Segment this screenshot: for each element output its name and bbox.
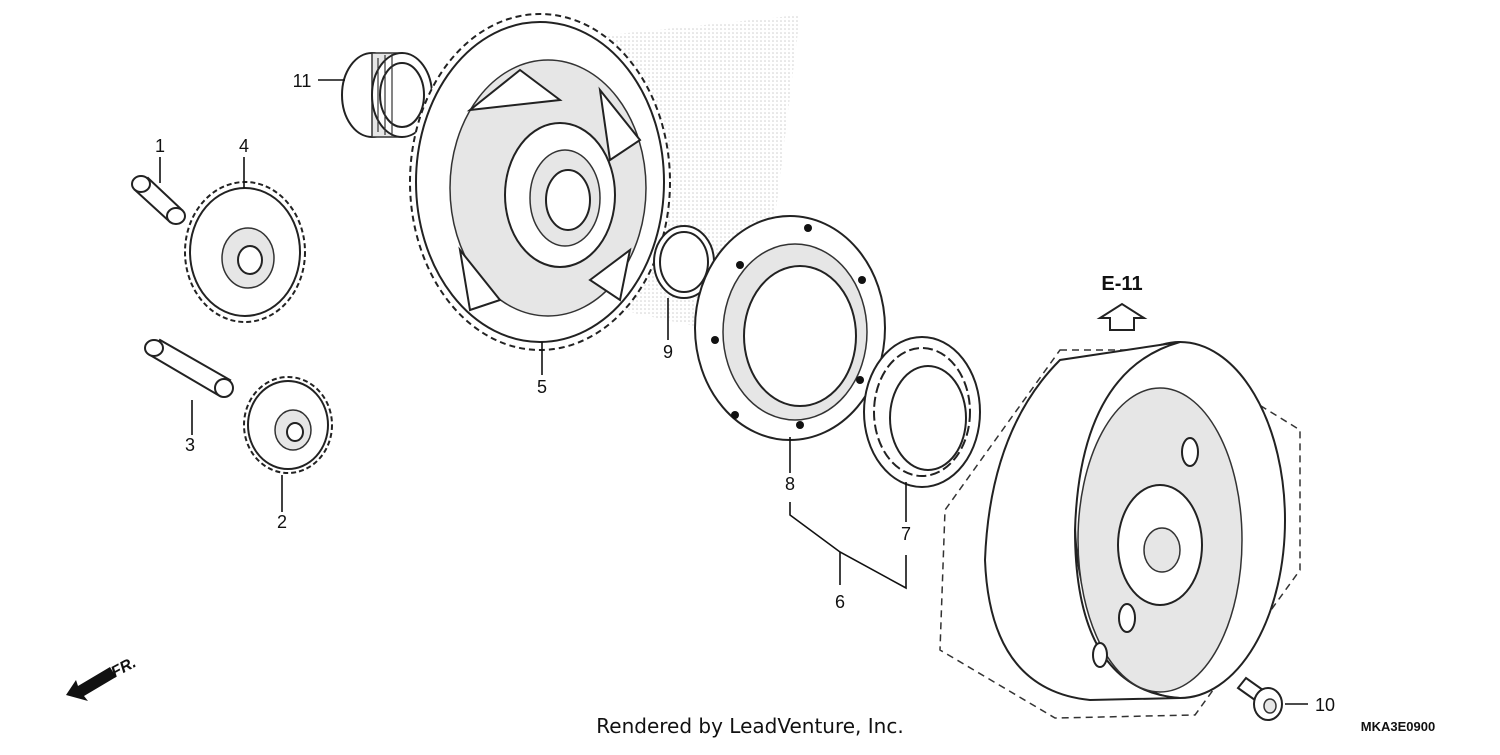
callout-9: 9 bbox=[663, 342, 673, 362]
leader-lines bbox=[159, 79, 1308, 705]
reference-label: E-11 bbox=[1101, 273, 1142, 295]
callout-11: 11 bbox=[293, 71, 312, 91]
callout-1: 1 bbox=[155, 136, 165, 156]
collar-3[interactable] bbox=[144, 338, 234, 398]
callout-3: 3 bbox=[185, 435, 195, 455]
callout-4: 4 bbox=[239, 136, 249, 156]
up-arrow-icon bbox=[1096, 302, 1148, 331]
needle-bearing-11[interactable] bbox=[341, 52, 433, 138]
washer-9[interactable] bbox=[653, 225, 715, 299]
gear-4[interactable] bbox=[184, 181, 306, 323]
callout-5: 5 bbox=[537, 377, 547, 397]
callout-7: 7 bbox=[901, 524, 911, 544]
bolt-10[interactable] bbox=[1236, 676, 1283, 721]
callout-8: 8 bbox=[785, 474, 795, 494]
callout-6: 6 bbox=[835, 592, 845, 612]
starter-driven-gear-5[interactable] bbox=[409, 13, 671, 351]
one-way-clutch-7[interactable] bbox=[863, 336, 981, 488]
collar-1[interactable] bbox=[131, 175, 186, 225]
callout-2: 2 bbox=[277, 512, 287, 532]
credit-text: Rendered by LeadVenture, Inc. bbox=[596, 714, 903, 738]
diagram-code: MKA3E0900 bbox=[1361, 719, 1435, 734]
flywheel-reference-e11[interactable] bbox=[939, 341, 1301, 719]
callout-10: 10 bbox=[1315, 695, 1335, 715]
clutch-outer-8[interactable] bbox=[694, 215, 886, 441]
gear-2[interactable] bbox=[243, 376, 333, 474]
front-direction-arrow-icon bbox=[66, 667, 116, 701]
